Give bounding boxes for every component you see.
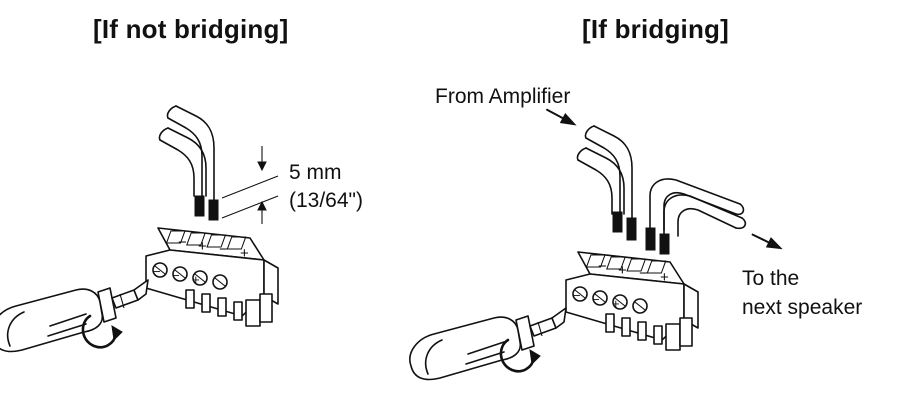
svg-text:+: + — [240, 245, 249, 262]
svg-text:−: − — [178, 234, 187, 251]
terminal-block-left — [145, 227, 279, 327]
to-next-speaker-line1: To the — [742, 267, 800, 290]
next-speaker-wire-pair — [645, 178, 747, 255]
strip-length-dimension — [221, 146, 279, 224]
from-amplifier-label: From Amplifier — [435, 85, 571, 108]
terminal-marks-right: − + − + − − + — [573, 258, 669, 311]
svg-text:−: − — [592, 292, 600, 307]
svg-text:−: − — [219, 241, 228, 258]
svg-text:+: + — [198, 238, 207, 255]
svg-text:+: + — [660, 269, 669, 286]
svg-text:−: − — [153, 264, 161, 279]
to-next-speaker-line2: next speaker — [742, 296, 863, 319]
terminal-marks-left: − + − + − − + — [153, 234, 249, 287]
arrow-icon-from-amplifier — [543, 104, 579, 131]
svg-text:−: − — [172, 268, 180, 283]
strip-length-inch-label: (13/64") — [289, 189, 363, 212]
screwdriver-icon-left — [0, 279, 149, 353]
amplifier-wire-pair — [576, 125, 637, 241]
svg-text:−: − — [573, 288, 581, 303]
arrow-icon-to-next-speaker — [749, 229, 785, 255]
svg-text:+: + — [192, 272, 200, 287]
svg-text:−: − — [639, 265, 648, 282]
strip-length-mm-label: 5 mm — [289, 161, 342, 184]
svg-text:−: − — [598, 258, 607, 275]
left-panel-title: [If not bridging] — [93, 14, 289, 44]
svg-text:+: + — [612, 296, 620, 311]
terminal-block-right — [565, 251, 699, 351]
right-panel-title: [If bridging] — [582, 14, 729, 44]
screwdriver-icon-right — [409, 307, 567, 381]
svg-text:+: + — [618, 262, 627, 279]
left-wire-pair — [158, 105, 219, 221]
